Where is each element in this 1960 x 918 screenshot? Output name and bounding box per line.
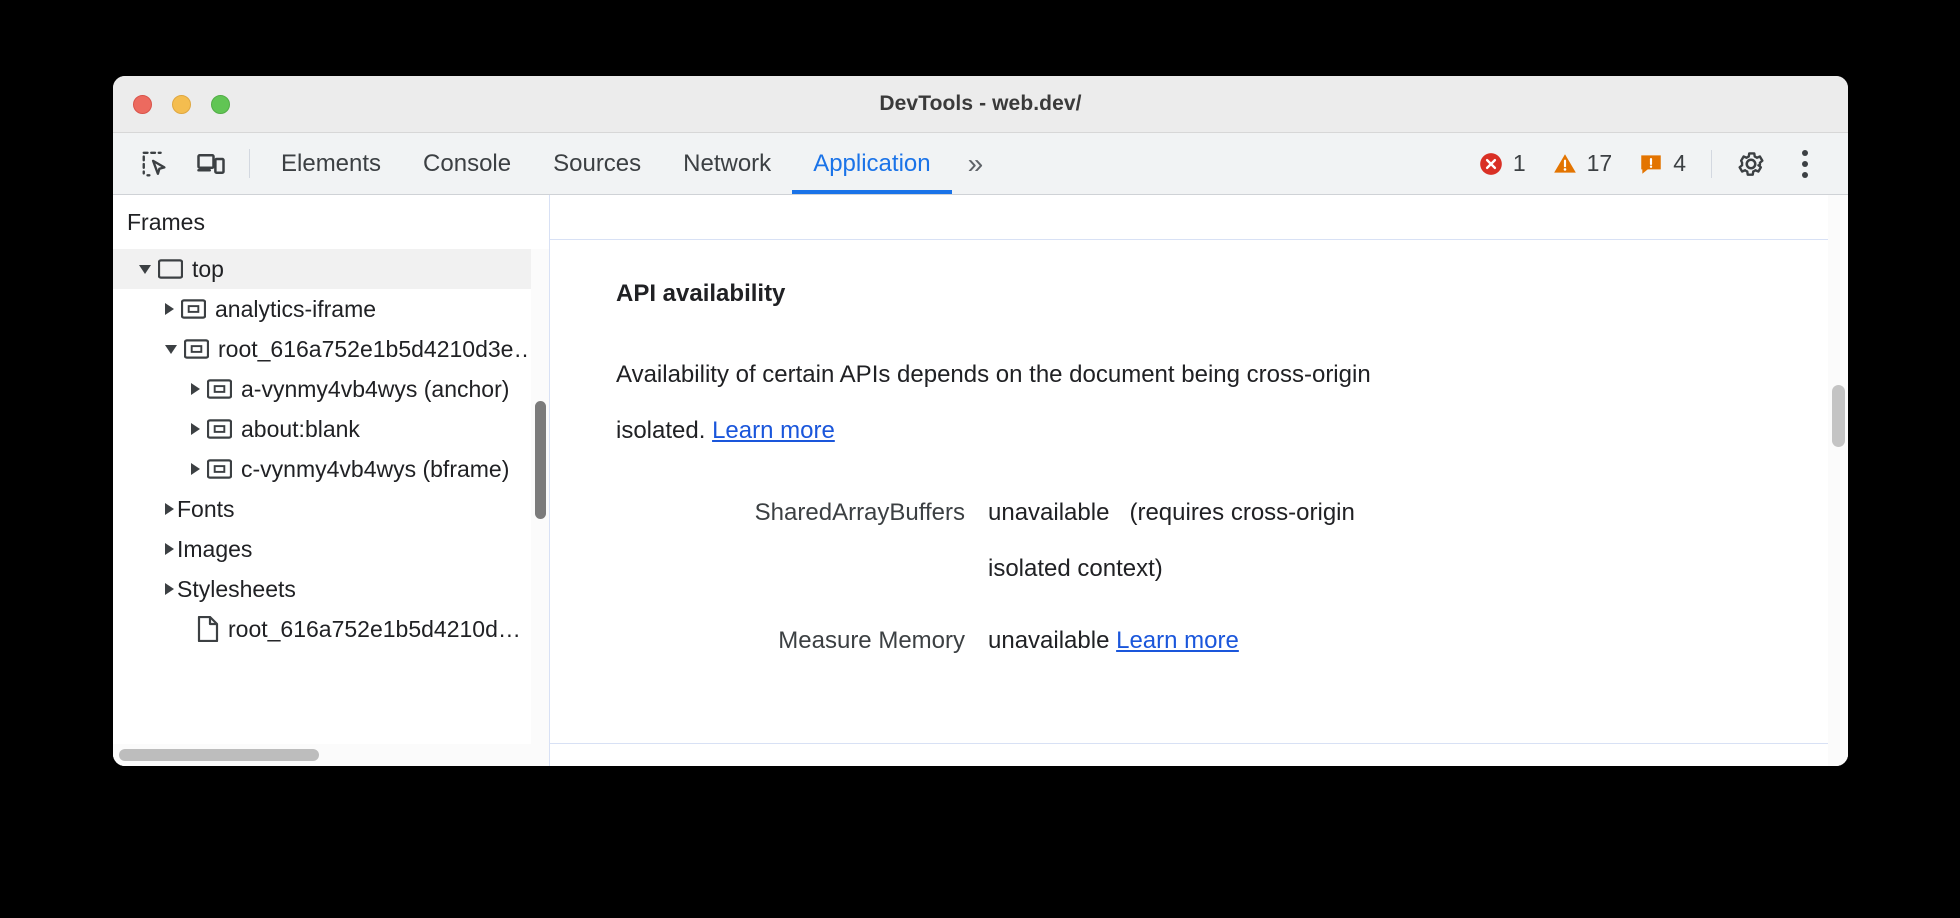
inspect-element-icon[interactable] — [127, 133, 183, 194]
chevron-right-icon[interactable] — [165, 303, 174, 315]
api-availability-table: SharedArrayBuffers unavailable (requires… — [616, 485, 1426, 669]
tree-item-label: root_616a752e1b5d4210d… — [228, 615, 521, 642]
row-value: unavailable Learn more — [988, 613, 1239, 669]
row-label: SharedArrayBuffers — [754, 499, 965, 526]
chevron-down-icon[interactable] — [165, 344, 177, 354]
tree-item-c-vynmy4vb4wys[interactable]: c-vynmy4vb4wys (bframe) — [113, 449, 549, 489]
tree-item-root-frame[interactable]: root_616a752e1b5d4210d3e… — [113, 329, 549, 369]
sidebar-horizontal-scrollbar[interactable] — [113, 744, 549, 766]
panel-divider-top — [550, 239, 1848, 240]
tab-elements[interactable]: Elements — [281, 149, 382, 177]
toolbar-divider-right — [1711, 149, 1712, 178]
issue-counter[interactable]: 4 — [1625, 150, 1699, 177]
tree-item-label: about:blank — [241, 415, 360, 442]
tree-item-about-blank[interactable]: about:blank — [113, 409, 549, 449]
chevron-right-icon[interactable] — [191, 463, 200, 475]
devtools-body: Frames top analytics-iframe — [113, 195, 1848, 766]
gear-icon[interactable] — [1724, 137, 1778, 191]
row-label: Measure Memory — [778, 627, 965, 654]
warning-icon — [1553, 153, 1576, 173]
devtools-window: DevTools - web.dev/ Elements Console Sou… — [113, 76, 1848, 766]
warning-count: 17 — [1586, 150, 1613, 176]
row-note: (requires cross-origin isolated context) — [988, 499, 1355, 582]
learn-more-link[interactable]: Learn more — [712, 417, 835, 444]
iframe-icon — [207, 459, 232, 479]
page-title: API availability — [616, 280, 786, 307]
window-title: DevTools - web.dev/ — [879, 92, 1082, 115]
tab-application[interactable]: Application — [792, 133, 953, 194]
traffic-lights — [133, 94, 230, 114]
chevron-right-icon[interactable] — [165, 503, 174, 515]
tree-item-stylesheets[interactable]: Stylesheets — [113, 569, 549, 609]
tab-sources[interactable]: Sources — [553, 149, 642, 177]
error-counter[interactable]: 1 — [1465, 150, 1539, 177]
frame-icon — [158, 259, 183, 279]
tree-item-analytics-iframe[interactable]: analytics-iframe — [113, 289, 549, 329]
chevron-right-icon[interactable] — [165, 583, 174, 595]
document-icon — [197, 616, 219, 642]
iframe-icon — [207, 379, 232, 399]
sidebar-header: Frames — [113, 195, 549, 249]
chevron-down-icon[interactable] — [139, 264, 151, 274]
api-availability-description: Availability of certain APIs depends on … — [616, 347, 1406, 459]
chevron-right-icon[interactable] — [191, 423, 200, 435]
table-row: SharedArrayBuffers unavailable (requires… — [616, 485, 1426, 597]
iframe-icon — [207, 419, 232, 439]
tree-item-label: root_616a752e1b5d4210d3e… — [218, 335, 537, 362]
device-toolbar-icon[interactable] — [183, 133, 239, 194]
measure-memory-learn-more-link[interactable]: Learn more — [1116, 627, 1239, 654]
panel-divider-bottom — [550, 743, 1848, 744]
tree-item-root-document[interactable]: root_616a752e1b5d4210d… — [113, 609, 549, 649]
api-availability-section: API availability Availability of certain… — [550, 240, 1848, 743]
row-status: unavailable — [988, 627, 1110, 654]
main-vertical-scrollbar[interactable] — [1828, 195, 1848, 766]
table-row: Measure Memory unavailable Learn more — [616, 613, 1426, 669]
tab-console[interactable]: Console — [423, 149, 512, 177]
iframe-icon — [181, 299, 206, 319]
devtools-toolbar: Elements Console Sources Network Applica… — [113, 133, 1848, 195]
tab-network[interactable]: Network — [683, 149, 772, 177]
window-titlebar: DevTools - web.dev/ — [113, 76, 1848, 133]
more-tabs-icon[interactable]: » — [967, 147, 984, 179]
tree-item-label: c-vynmy4vb4wys (bframe) — [241, 455, 510, 482]
kebab-menu-icon[interactable] — [1778, 137, 1832, 191]
tree-item-label: Images — [177, 535, 253, 562]
tree-item-label: a-vynmy4vb4wys (anchor) — [241, 375, 510, 402]
description-text: Availability of certain APIs depends on … — [616, 361, 1371, 444]
row-value: unavailable (requires cross-origin isola… — [988, 485, 1426, 597]
main-scrollbar-thumb[interactable] — [1832, 385, 1845, 447]
tree-item-a-vynmy4vb4wys[interactable]: a-vynmy4vb4wys (anchor) — [113, 369, 549, 409]
error-count: 1 — [1512, 150, 1526, 176]
warning-counter[interactable]: 17 — [1539, 150, 1626, 177]
tree-item-label: analytics-iframe — [215, 295, 377, 322]
sidebar-vertical-scrollbar[interactable] — [531, 249, 549, 744]
frames-sidebar: Frames top analytics-iframe — [113, 195, 550, 766]
chevron-right-icon[interactable] — [165, 543, 174, 555]
issue-icon — [1641, 154, 1661, 174]
toolbar-status-area: 1 17 4 — [1465, 133, 1848, 194]
close-button[interactable] — [133, 94, 152, 114]
row-status: unavailable — [988, 499, 1110, 526]
sidebar-hscrollbar-thumb[interactable] — [119, 749, 319, 761]
tree-item-label: Stylesheets — [177, 575, 296, 602]
chevron-right-icon[interactable] — [191, 383, 200, 395]
iframe-icon — [184, 339, 209, 359]
panel-tabs: Elements Console Sources Network Applica… — [260, 133, 996, 194]
tree-item-top[interactable]: top — [113, 249, 549, 289]
error-icon — [1479, 152, 1502, 175]
sidebar-scrollbar-thumb[interactable] — [535, 401, 546, 519]
issue-count: 4 — [1673, 150, 1686, 176]
application-main-panel: API availability Availability of certain… — [550, 195, 1848, 766]
toolbar-divider — [249, 149, 250, 178]
zoom-button[interactable] — [211, 94, 230, 114]
tree-item-fonts[interactable]: Fonts — [113, 489, 549, 529]
tree-item-label: top — [192, 255, 224, 282]
frames-tree: top analytics-iframe root_616a752e1b5d42… — [113, 249, 549, 744]
tree-item-label: Fonts — [177, 495, 235, 522]
minimize-button[interactable] — [172, 94, 191, 114]
tree-item-images[interactable]: Images — [113, 529, 549, 569]
